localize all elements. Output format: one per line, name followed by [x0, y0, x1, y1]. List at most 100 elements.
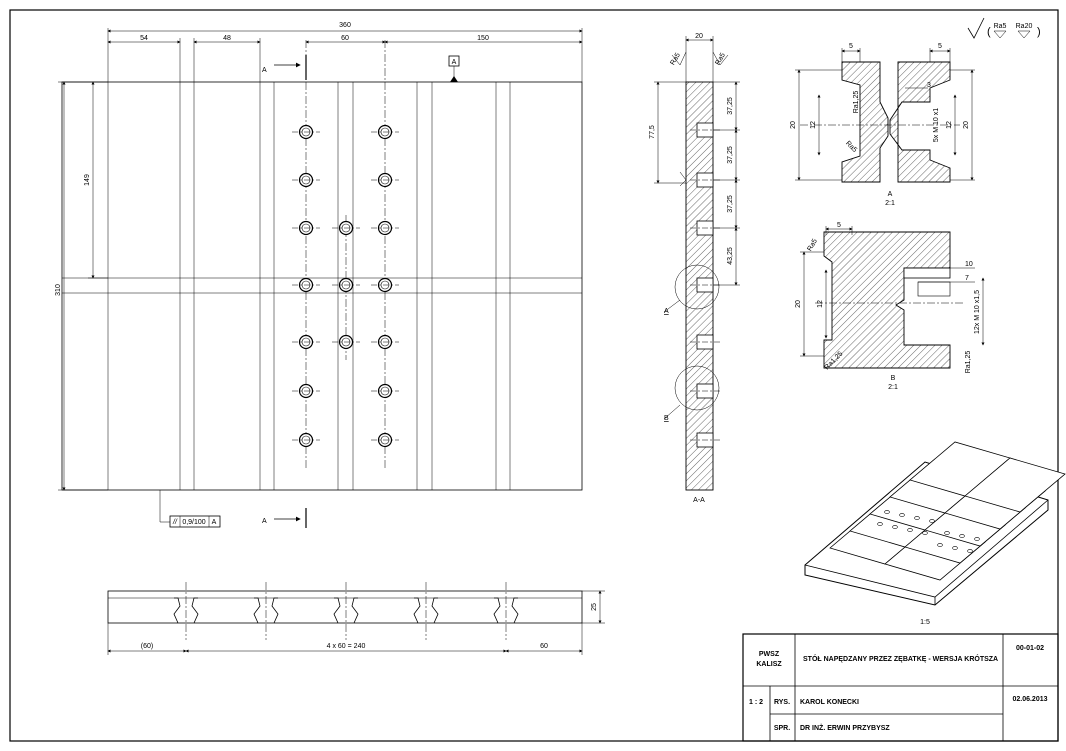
hole: [332, 220, 360, 236]
hole: [292, 383, 320, 399]
hole: [332, 334, 360, 350]
detail-a-dim-12-right: 12: [946, 121, 953, 129]
section-a-a-label: A-A: [693, 497, 705, 504]
section-a-a: 20 Ra5 Ra5 37,25 37,25 37,25 43,25 77,5: [649, 33, 740, 504]
detail-b-dim-7: 7: [965, 275, 969, 282]
front-view: (60) 4 x 60 = 240 60 25: [107, 582, 605, 655]
table-outline: [61, 81, 583, 491]
t-slot: [493, 597, 519, 624]
dim-4x60: 4 x 60 = 240: [327, 643, 366, 650]
hole: [371, 383, 399, 399]
dim-20: 20: [695, 33, 703, 40]
tolerance-datum: A: [212, 519, 217, 526]
dim-25: 25: [591, 603, 598, 611]
section-label-top: A: [262, 67, 267, 74]
iso-hole: [967, 549, 973, 553]
iso-hole: [959, 534, 965, 538]
left-dimensions: 310 149: [55, 81, 108, 491]
tb-school-2: KALISZ: [756, 661, 782, 668]
detail-b-label: B: [891, 375, 896, 382]
surface-ra20: Ra20: [1016, 23, 1033, 30]
detail-a-label: A: [888, 191, 893, 198]
detail-a-scale: 2:1: [885, 200, 895, 207]
detail-a-dim-5-right: 5: [938, 43, 942, 50]
hole: [371, 124, 399, 140]
main-plan-view: [61, 40, 583, 491]
detail-b-dim-10: 10: [965, 261, 973, 268]
dim-54: 54: [140, 35, 148, 42]
t-slot: [173, 597, 199, 624]
iso-hole: [922, 531, 928, 535]
iso-hole: [937, 543, 943, 547]
iso-hole: [914, 516, 920, 520]
dim-60-ref: (60): [141, 643, 153, 650]
iso-hole: [884, 510, 890, 514]
detail-b-ra1: Ra5: [806, 238, 819, 253]
dim-3725-3: 37,25: [727, 195, 734, 213]
tb-drawn-label: RYS.: [774, 699, 790, 706]
tb-date: 02.06.2013: [1012, 696, 1047, 703]
surface-ra5: Ra5: [994, 23, 1007, 30]
detail-b: 5 10 7 20 12 12x M 10 x1,5 Ra5 Ra1,25 Ra…: [795, 222, 985, 391]
iso-hole: [929, 519, 935, 523]
t-slot: [413, 597, 439, 624]
section-label-bottom: A: [262, 518, 267, 525]
iso-hole: [974, 537, 980, 541]
tb-drawn-by: KAROL KONECKI: [800, 699, 859, 706]
detail-b-dim-12: 12: [817, 300, 824, 308]
detail-a-thread: 5x M 10 x1: [933, 108, 940, 142]
detail-a-dim-20-left: 20: [790, 121, 797, 129]
dim-48: 48: [223, 35, 231, 42]
top-dimensions: 360 54 48 60 150: [107, 22, 583, 82]
detail-b-thread: 12x M 10 x1,5: [974, 290, 981, 334]
iso-hole: [877, 522, 883, 526]
detail-b-ra3: Ra1,25: [965, 351, 972, 374]
dim-360: 360: [339, 22, 351, 29]
surface-finish-symbol: ( Ra5 Ra20 ): [967, 17, 1041, 39]
title-block: PWSZ KALISZ STÓŁ NAPĘDZANY PRZEZ ZĘBATKĘ…: [742, 633, 1059, 742]
t-slot: [253, 597, 279, 624]
detail-a-dim-5-left: 5: [849, 43, 853, 50]
detail-b-scale: 2:1: [888, 384, 898, 391]
hole: [292, 220, 320, 236]
hole: [371, 220, 399, 236]
tb-checked-by: DR INŻ. ERWIN PRZYBYSZ: [800, 724, 890, 732]
hole: [371, 172, 399, 188]
detail-a-ra2: Ra5: [844, 140, 858, 154]
hole: [371, 432, 399, 448]
datum-a: A: [448, 55, 460, 82]
tb-number: 00-01-02: [1016, 645, 1044, 652]
tb-scale: 1 : 2: [749, 699, 763, 706]
dim-3725-2: 37,25: [727, 146, 734, 164]
dim-4325: 43,25: [727, 247, 734, 265]
hole: [292, 432, 320, 448]
dim-310: 310: [55, 284, 62, 296]
detail-b-ref: B: [664, 415, 669, 422]
tolerance-value: 0,9/100: [182, 519, 205, 526]
t-slot: [333, 597, 359, 624]
hole: [292, 124, 320, 140]
hole: [332, 277, 360, 293]
iso-panel: [964, 457, 1066, 513]
iso-hole: [899, 513, 905, 517]
section-marker-bottom: A: [262, 508, 307, 528]
hole: [371, 334, 399, 350]
iso-scale: 1:5: [920, 619, 930, 626]
dim-3725-1: 37,25: [727, 97, 734, 115]
dim-149: 149: [84, 174, 91, 186]
isometric-view: 1:5: [804, 441, 1066, 626]
hole: [371, 277, 399, 293]
iso-hole: [952, 546, 958, 550]
dim-775: 77,5: [649, 125, 656, 139]
datum-label: A: [452, 59, 457, 66]
iso-hole: [892, 525, 898, 529]
hole: [292, 334, 320, 350]
detail-a-dim-20-right: 20: [963, 121, 970, 129]
hole: [292, 172, 320, 188]
detail-b-dim-5: 5: [837, 222, 841, 229]
parallelism-tolerance: // 0,9/100 A: [159, 490, 221, 528]
mounting-holes: [292, 124, 399, 448]
svg-text:): ): [1037, 26, 1041, 38]
dim-60: 60: [341, 35, 349, 42]
